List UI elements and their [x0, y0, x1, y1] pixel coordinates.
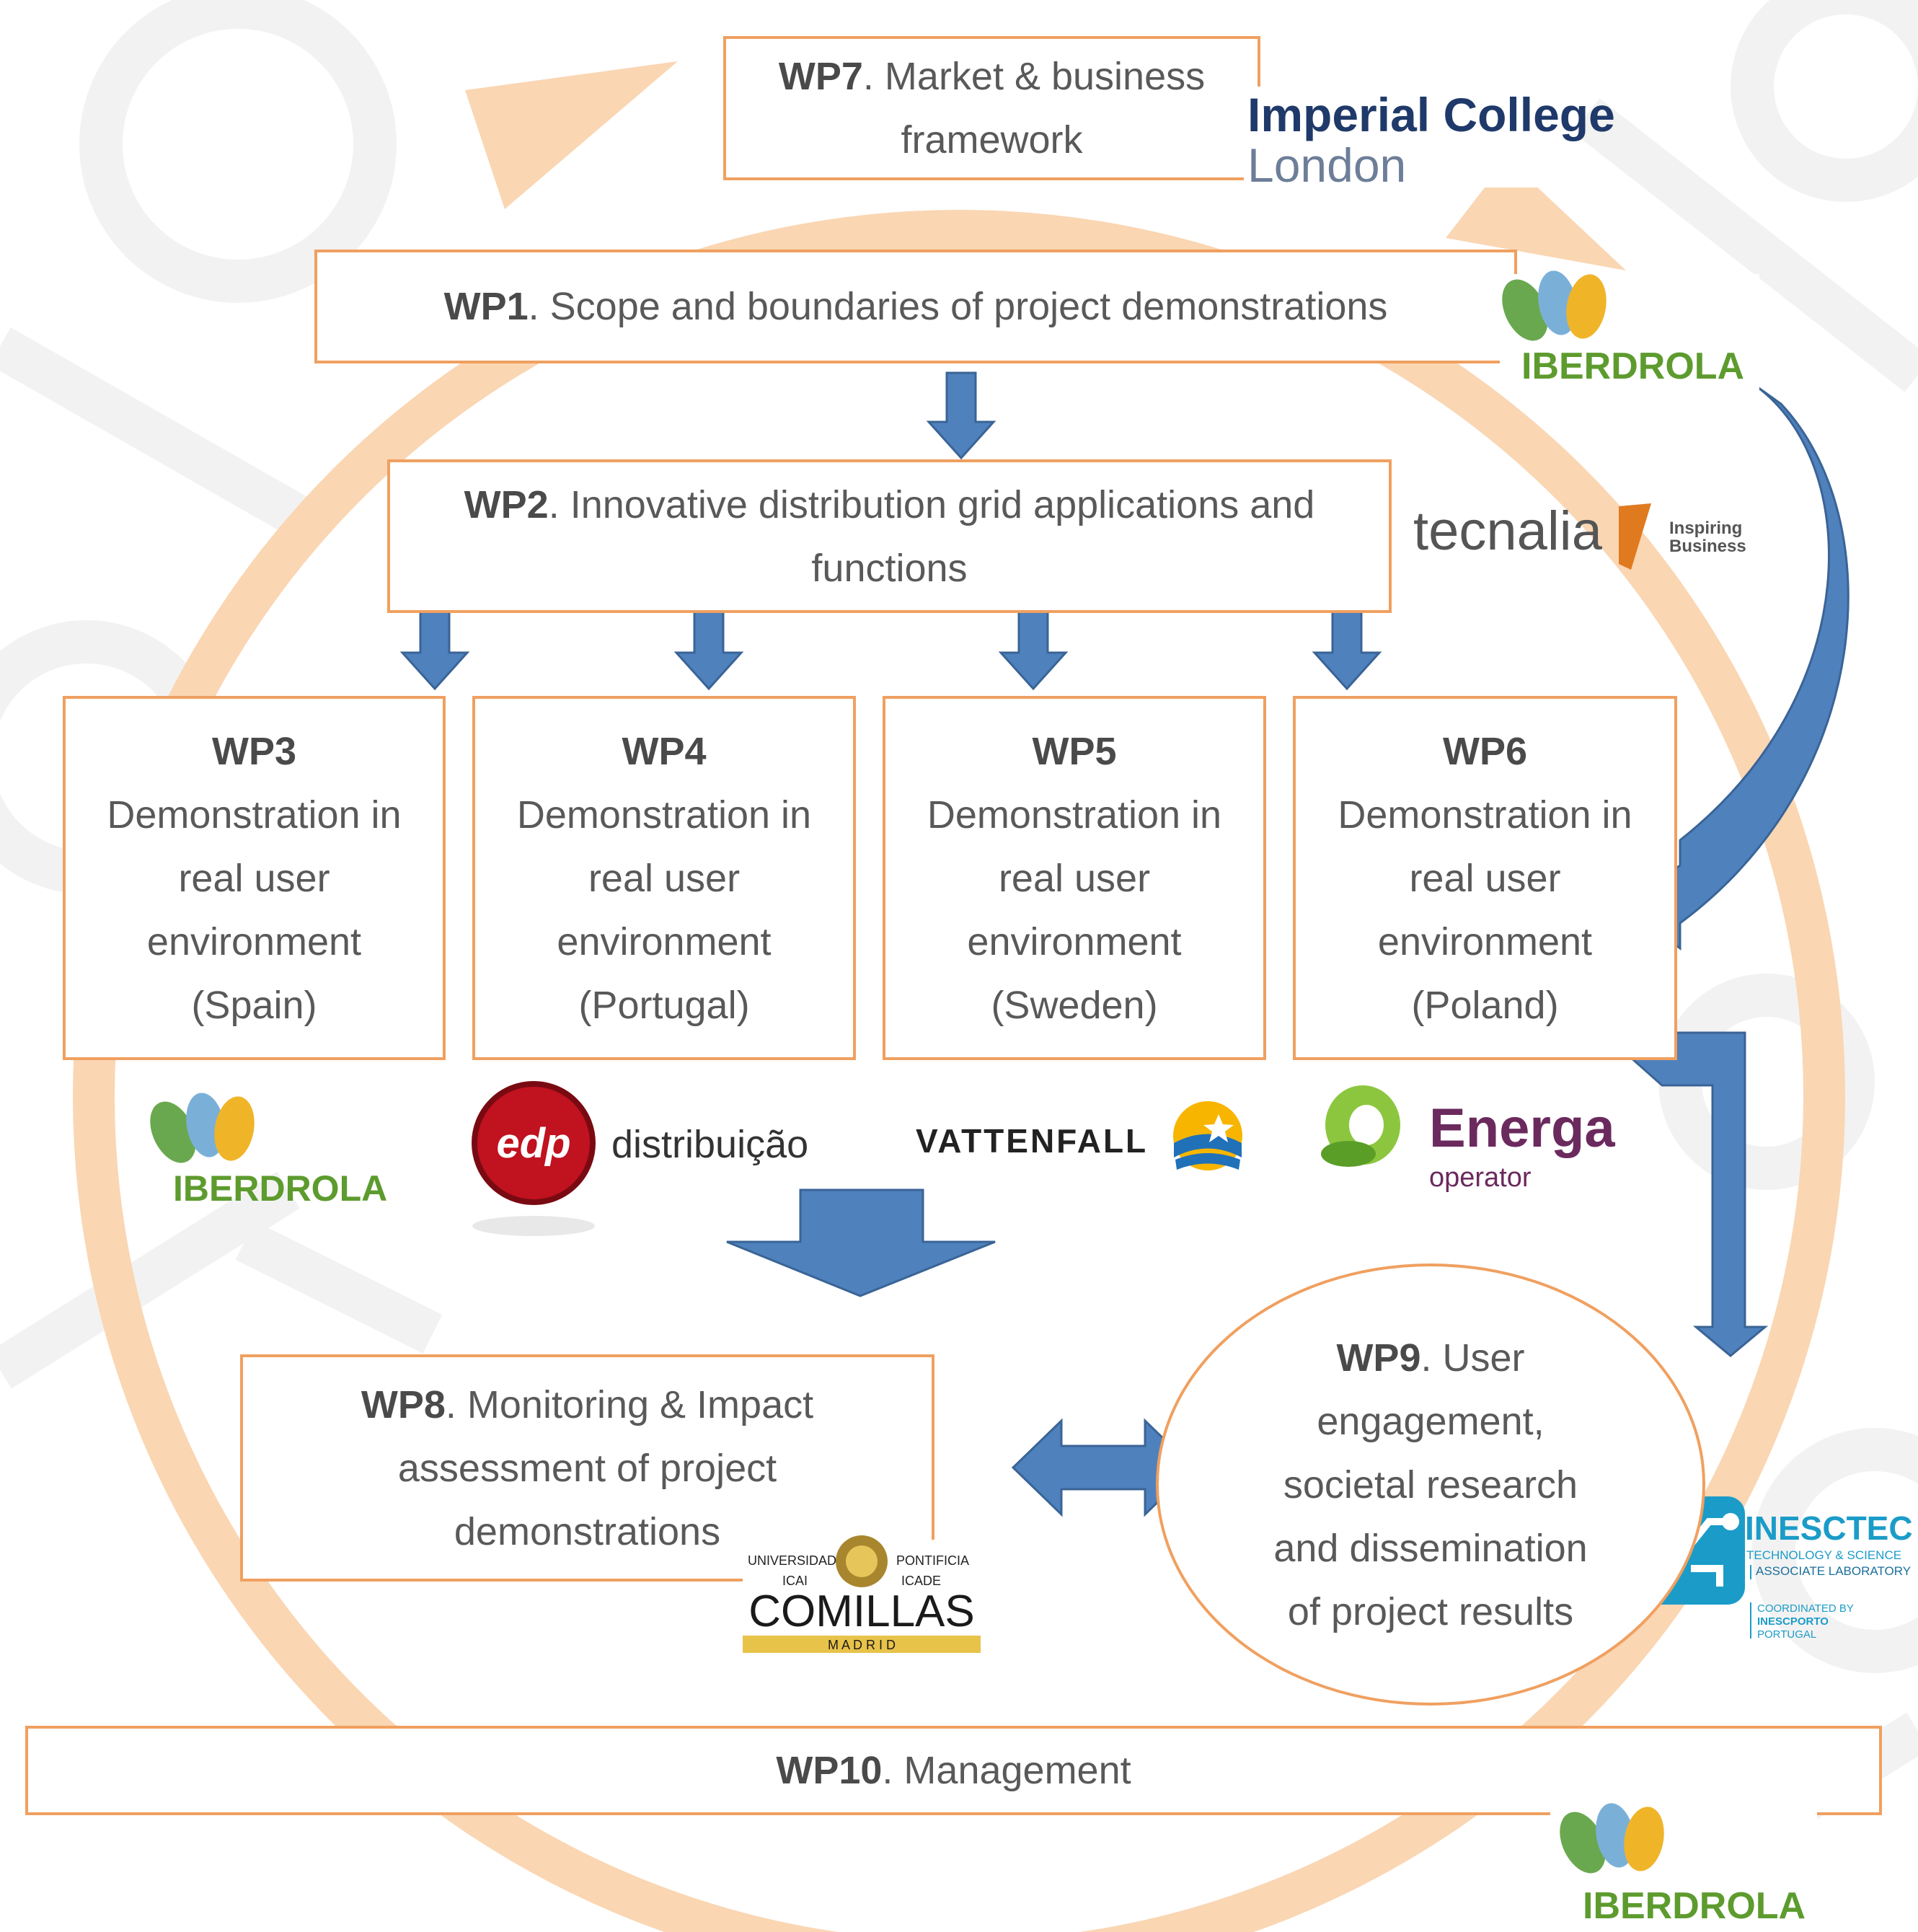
- wp6-code: WP6: [1442, 729, 1528, 773]
- svg-text:PORTUGAL: PORTUGAL: [1757, 1628, 1816, 1641]
- svg-text:Business: Business: [1669, 537, 1746, 556]
- wp6-box: WP6 Demonstration in real user environme…: [1293, 696, 1677, 1060]
- svg-text:Imperial College: Imperial College: [1247, 88, 1615, 141]
- wp4-line3: environment: [557, 919, 772, 963]
- wp5-box: WP5 Demonstration in real user environme…: [883, 696, 1266, 1060]
- svg-text:ASSOCIATE LABORATORY: ASSOCIATE LABORATORY: [1756, 1564, 1911, 1578]
- energa-logo: Energa operator: [1321, 1085, 1615, 1193]
- arrow-wp1-to-wp2: [926, 371, 996, 460]
- tecnalia-logo: tecnalia Inspiring Business: [1413, 500, 1746, 570]
- wp8-label: WP8. Monitoring & Impact assessment of p…: [361, 1382, 814, 1553]
- wp2-label: WP2. Innovative distribution grid applic…: [464, 482, 1315, 590]
- wp6-line3: environment: [1377, 919, 1593, 963]
- svg-text:operator: operator: [1429, 1163, 1532, 1193]
- iberdrola-logo-spain: IBERDROLA: [150, 1093, 387, 1209]
- wp5-line2: real user: [998, 856, 1151, 900]
- svg-text:COMILLAS: COMILLAS: [748, 1587, 975, 1636]
- wp6-line2: real user: [1409, 856, 1561, 900]
- wp4-line1: Demonstration in: [516, 793, 812, 837]
- wp1-label: WP1. Scope and boundaries of project dem…: [443, 285, 1388, 328]
- wp6-line1: Demonstration in: [1338, 793, 1632, 837]
- wp3-line3: environment: [146, 919, 362, 963]
- arrow-wp2-to-wp6: [1312, 602, 1382, 691]
- svg-text:VATTENFALL: VATTENFALL: [916, 1122, 1148, 1160]
- svg-text:M A D R I D: M A D R I D: [828, 1638, 896, 1652]
- wp4-code: WP4: [622, 729, 707, 773]
- wp6-line4: (Poland): [1411, 983, 1559, 1027]
- cycle-arrowhead-left: [465, 61, 678, 209]
- edp-logo: edp distribuição: [472, 1081, 808, 1236]
- wp9-line0: WP9. User: [1336, 1336, 1525, 1380]
- svg-text:INESCPORTO: INESCPORTO: [1757, 1615, 1829, 1628]
- wp9-line3: and dissemination: [1273, 1526, 1588, 1570]
- wp3-line1: Demonstration in: [107, 793, 402, 837]
- svg-text:COORDINATED BY: COORDINATED BY: [1757, 1602, 1854, 1615]
- svg-text:Energa: Energa: [1429, 1098, 1615, 1159]
- wp5-code: WP5: [1032, 729, 1117, 773]
- svg-text:IBERDROLA: IBERDROLA: [173, 1168, 387, 1209]
- wp4-line2: real user: [588, 856, 741, 900]
- vattenfall-logo: VATTENFALL: [916, 1101, 1242, 1170]
- wp3-box: WP3 Demonstration in real user environme…: [63, 696, 446, 1060]
- arrow-demos-to-wp8: [726, 1188, 996, 1297]
- svg-text:distribuição: distribuição: [611, 1123, 808, 1166]
- wp10-label: WP10. Management: [776, 1749, 1131, 1792]
- svg-text:tecnalia: tecnalia: [1413, 500, 1603, 562]
- wp9-line2: societal research: [1283, 1463, 1578, 1507]
- arrow-wp2-to-wp4: [673, 602, 744, 691]
- svg-text:TECHNOLOGY & SCIENCE: TECHNOLOGY & SCIENCE: [1746, 1548, 1901, 1562]
- iberdrola-logo-bottom: IBERDROLA: [1560, 1803, 1806, 1927]
- arrow-wp2-to-wp3: [399, 602, 470, 691]
- svg-text:London: London: [1247, 138, 1406, 192]
- wp5-line3: environment: [967, 919, 1182, 963]
- wp3-line2: real user: [178, 856, 330, 900]
- wp3-line4: (Spain): [191, 983, 317, 1027]
- imperial-college-logo: Imperial College London: [1247, 88, 1615, 192]
- wp3-code: WP3: [211, 729, 297, 773]
- wp10-box: WP10. Management: [25, 1726, 1882, 1815]
- wp9-line4: of project results: [1287, 1589, 1574, 1633]
- svg-text:IBERDROLA: IBERDROLA: [1583, 1885, 1806, 1927]
- wp7-label: WP7. Market & business framework: [778, 55, 1206, 162]
- wp9-line1: engagement,: [1317, 1399, 1544, 1443]
- wp7-box: WP7. Market & business framework: [723, 36, 1260, 180]
- wp2-box: WP2. Innovative distribution grid applic…: [387, 459, 1392, 613]
- arrow-wp2-to-wp5: [998, 602, 1069, 691]
- wp4-box: WP4 Demonstration in real user environme…: [472, 696, 856, 1060]
- svg-text:INESCTEC: INESCTEC: [1745, 1509, 1913, 1547]
- wp8-box: WP8. Monitoring & Impact assessment of p…: [240, 1354, 934, 1582]
- svg-text:edp: edp: [496, 1120, 570, 1167]
- wp1-box: WP1. Scope and boundaries of project dem…: [314, 250, 1517, 363]
- arrow-wp6-to-wp9: [1622, 1011, 1769, 1357]
- wp4-line4: (Portugal): [578, 983, 750, 1027]
- svg-text:IBERDROLA: IBERDROLA: [1521, 345, 1744, 387]
- svg-text:Inspiring: Inspiring: [1669, 519, 1742, 538]
- wp5-line4: (Sweden): [991, 983, 1158, 1027]
- wp5-line1: Demonstration in: [927, 793, 1222, 837]
- wp9-ellipse: WP9. User engagement, societal research …: [1156, 1263, 1705, 1706]
- iberdrola-logo-top: IBERDROLA: [1502, 270, 1744, 387]
